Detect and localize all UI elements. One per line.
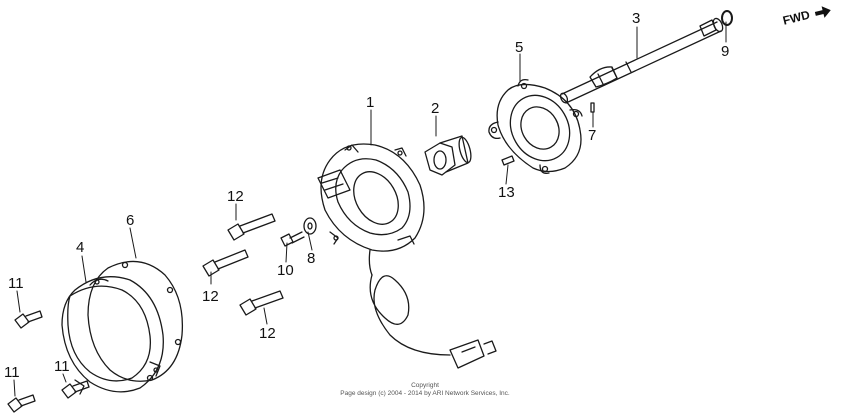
- callout-part-11-middle[interactable]: 11: [54, 358, 70, 375]
- shaft-part-3: [559, 17, 724, 104]
- callout-part-6[interactable]: 6: [126, 212, 135, 229]
- callout-part-7[interactable]: 7: [588, 127, 597, 144]
- callout-part-1[interactable]: 1: [366, 94, 375, 111]
- o-ring-part-9: [721, 10, 733, 26]
- leader-lines: [13, 21, 727, 397]
- callout-part-12-upper[interactable]: 12: [227, 188, 244, 205]
- callout-part-11-upper[interactable]: 11: [8, 275, 24, 292]
- washer-part-8: [303, 217, 317, 235]
- callout-part-3[interactable]: 3: [632, 10, 641, 27]
- gasket-part-6: [87, 260, 184, 382]
- callout-part-2[interactable]: 2: [431, 100, 440, 117]
- callout-part-13[interactable]: 13: [498, 184, 515, 201]
- callout-part-5[interactable]: 5: [515, 39, 524, 56]
- callout-part-8[interactable]: 8: [307, 250, 316, 267]
- cover-plate-part-5: [488, 78, 583, 174]
- bolt-part-12-upper: [227, 213, 276, 241]
- dowel-pin-part-13: [501, 155, 515, 166]
- bolt-part-12-lower: [239, 290, 284, 316]
- bolt-part-11-upper: [14, 310, 43, 329]
- callout-part-9[interactable]: 9: [721, 43, 730, 60]
- bolt-part-12-middle: [202, 249, 249, 277]
- pin-part-7: [590, 102, 595, 113]
- bolt-part-10: [280, 231, 305, 247]
- stator-wire-harness: [369, 274, 497, 369]
- copyright-notice: Copyright Page design (c) 2004 - 2014 by…: [0, 382, 850, 398]
- callout-part-12-middle[interactable]: 12: [202, 288, 219, 305]
- cover-part-4: [61, 276, 164, 395]
- forward-direction-marker: FWD: [781, 2, 832, 28]
- callout-part-11-lower[interactable]: 11: [4, 364, 20, 381]
- bolt-part-11-lower: [7, 394, 36, 413]
- bolt-part-11-middle: [61, 380, 90, 399]
- stator-part-1: [317, 143, 425, 276]
- bushing-part-2: [424, 135, 472, 176]
- callout-part-12-lower[interactable]: 12: [259, 325, 276, 342]
- copyright-line-2: Page design (c) 2004 - 2014 by ARI Netwo…: [340, 390, 510, 398]
- callout-part-4[interactable]: 4: [76, 239, 85, 256]
- arrow-right-icon: [814, 6, 831, 18]
- callout-part-10[interactable]: 10: [277, 262, 294, 279]
- copyright-line-1: Copyright: [411, 382, 439, 389]
